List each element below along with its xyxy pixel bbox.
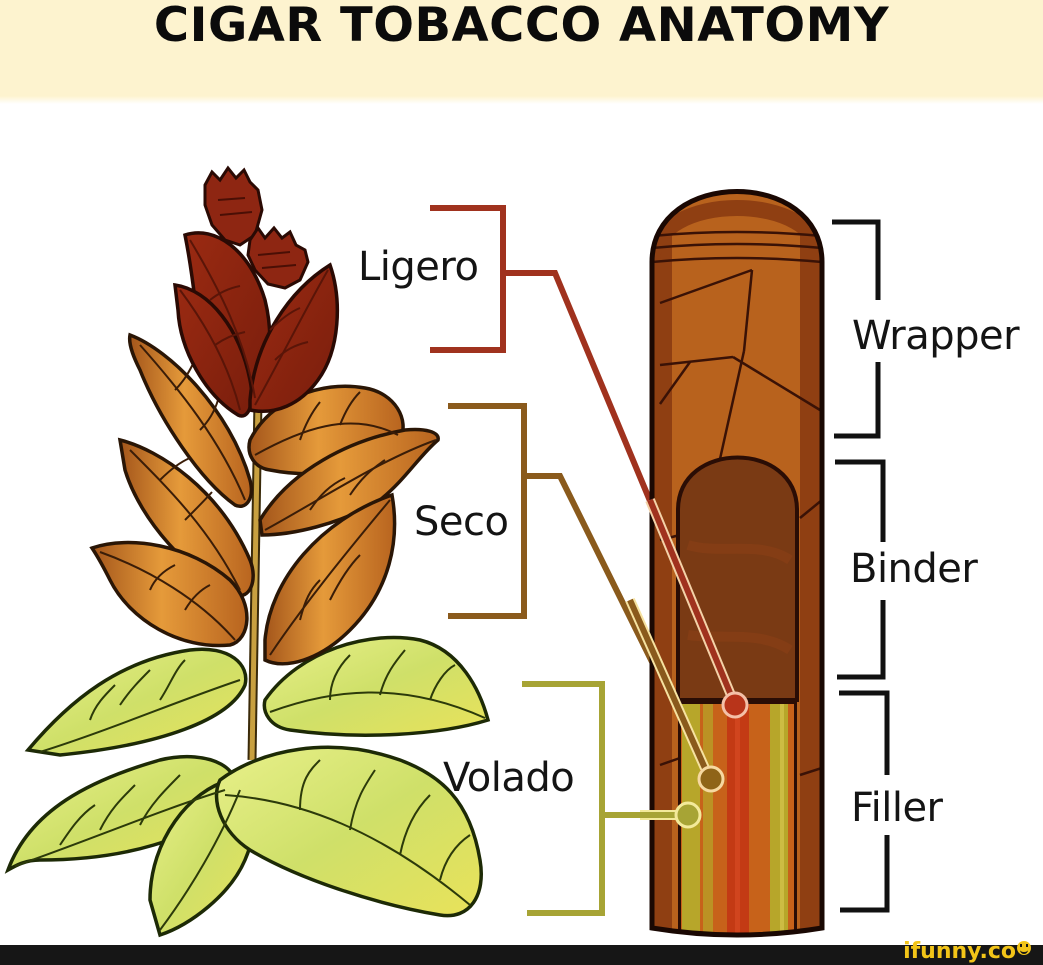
flower-buds [203, 165, 310, 290]
watermark-text: ifunny.co [903, 939, 1016, 964]
ligero-endpoint-dot [721, 691, 749, 719]
label-ligero: Ligero [358, 244, 479, 290]
watermark-link[interactable]: ifunny.co [903, 939, 1031, 965]
leader-lines [625, 498, 749, 829]
ligero-veins [179, 239, 329, 411]
label-wrapper: Wrapper [852, 313, 1020, 359]
title-banner: CIGAR TOBACCO ANATOMY [0, 0, 1043, 104]
smiley-icon [1017, 941, 1031, 955]
tobacco-plant-illustration [4, 165, 491, 938]
volado-leaves [4, 635, 491, 938]
binder-section [676, 455, 799, 702]
diagram-canvas [4, 165, 890, 938]
label-binder: Binder [850, 546, 978, 592]
wrapper-bracket [832, 219, 881, 439]
binder-bracket [835, 459, 886, 680]
volado-veins [14, 649, 486, 931]
label-filler: Filler [851, 785, 943, 831]
label-seco: Seco [414, 499, 509, 545]
volado-endpoint-dot [674, 801, 702, 829]
page-title: CIGAR TOBACCO ANATOMY [153, 0, 890, 53]
label-volado: Volado [443, 755, 575, 801]
watermark-bar: ifunny.co [0, 939, 1043, 965]
seco-veins [99, 344, 437, 656]
banner-fade [0, 96, 1043, 104]
filler-bracket [839, 690, 890, 913]
seco-endpoint-dot [697, 765, 725, 793]
